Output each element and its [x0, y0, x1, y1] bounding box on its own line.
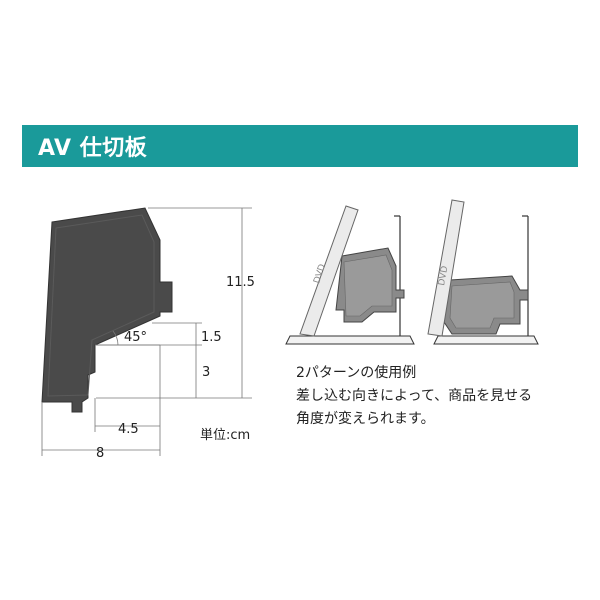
unit-label: 単位:cm	[200, 427, 250, 443]
usage-pattern-1: DVD	[285, 205, 415, 345]
partial-width-label: 4.5	[118, 422, 139, 437]
divider-highlight-1	[343, 254, 393, 317]
disc-case-1	[299, 205, 359, 337]
angle-label: 45°	[124, 330, 147, 345]
description-line-1: 差し込む向きによって、商品を見せる	[296, 388, 533, 404]
divider-highlight-2	[449, 281, 515, 329]
divider-inner-outline	[47, 214, 155, 397]
shelf-base-1	[285, 335, 415, 345]
divider-silhouette	[41, 207, 173, 413]
height-label: 11.5	[226, 275, 255, 290]
upper-step-label: 1.5	[201, 330, 222, 345]
pattern-title: 2パターンの使用例	[296, 365, 417, 381]
disc-label-2: DVD	[437, 265, 450, 286]
lower-step-label: 3	[202, 365, 210, 380]
section-header: AV 仕切板	[22, 125, 578, 167]
disc-case-2	[427, 199, 465, 337]
description-line-2: 角度が変えられます。	[296, 411, 435, 427]
section-title: AV 仕切板	[38, 136, 148, 161]
total-width-label: 8	[96, 446, 104, 461]
shelf-base-2	[433, 335, 539, 345]
usage-pattern-2: DVD	[427, 199, 539, 345]
usage-caption: 2パターンの使用例 差し込む向きによって、商品を見せる 角度が変えられます。	[296, 362, 586, 431]
angle-arc	[112, 330, 119, 346]
